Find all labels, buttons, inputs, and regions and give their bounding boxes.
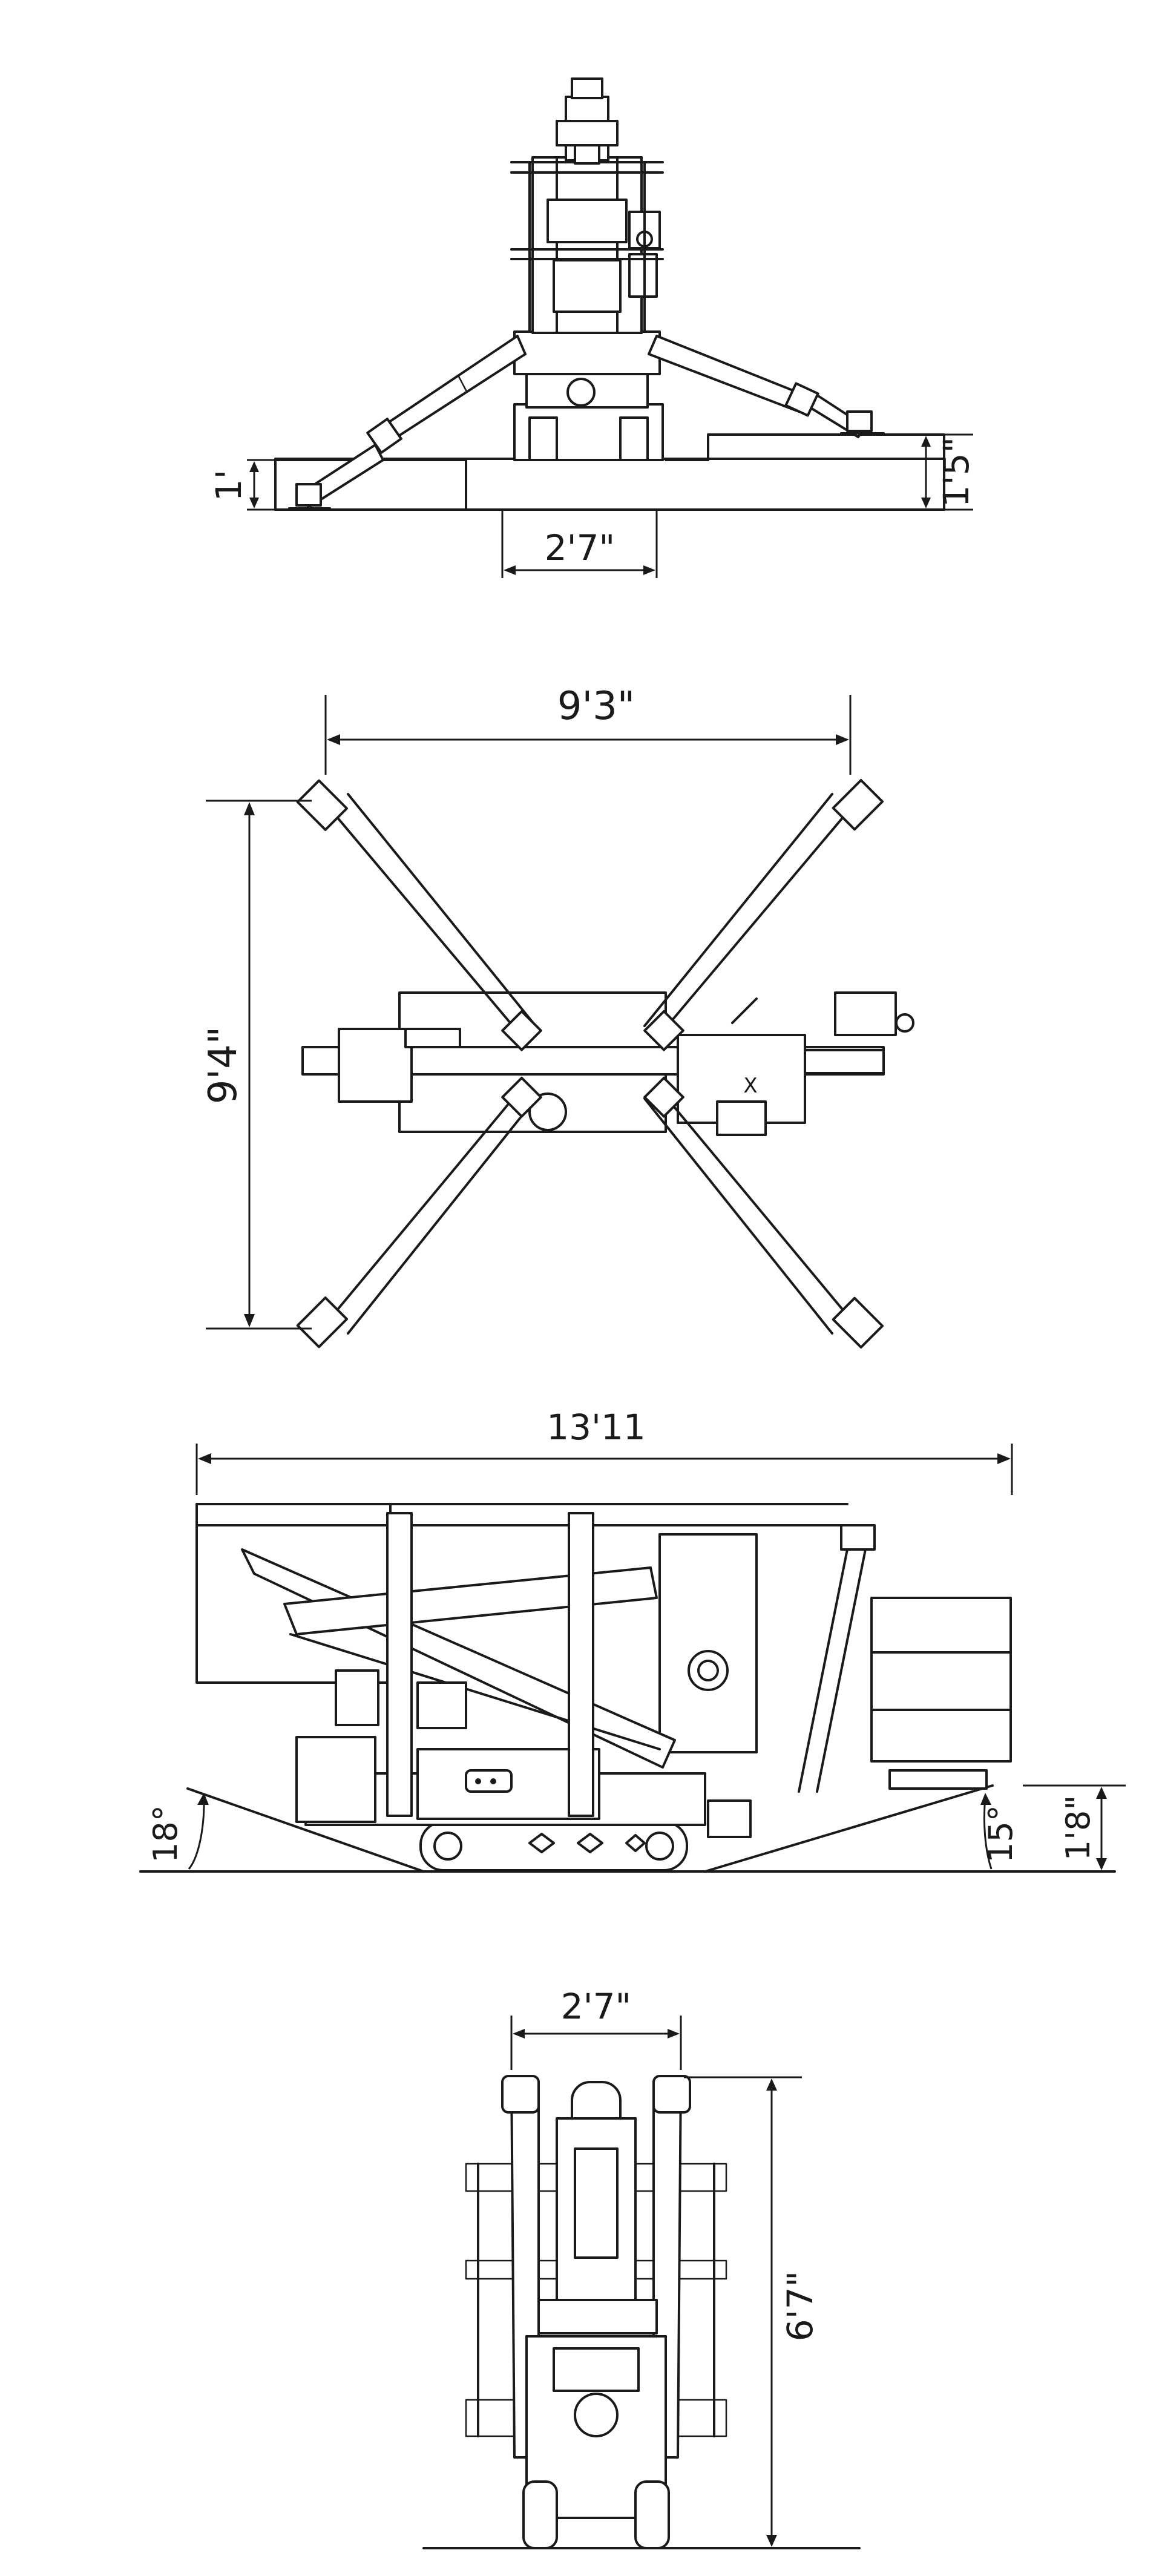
top-plan-view: X 9'3" 9'4" <box>201 684 914 1349</box>
dim-approach-angle-label: 18° <box>146 1805 185 1863</box>
dim-right-height-label: 1'5" <box>936 437 977 507</box>
dim-outrigger-length-label: 9'4" <box>201 1027 246 1104</box>
dim-outrigger-width-label: 9'3" <box>557 684 635 729</box>
front-outrigger-view: 1' 1'5" 2'7" <box>208 77 977 578</box>
dim-left-height-label: 1' <box>208 470 249 502</box>
dim-rear-height-label: 6'7" <box>780 2271 821 2341</box>
side-view: 13'11 18° 15° 1'8" <box>139 1407 1126 1873</box>
dim-clearance-height-label: 1'8" <box>1059 1795 1097 1861</box>
dim-rear-width-label: 2'7" <box>561 1986 631 2027</box>
rear-view: 2'7" 6'7" <box>422 1986 861 2549</box>
dim-departure-angle-label: 15° <box>982 1805 1020 1863</box>
svg-text:X: X <box>743 1074 757 1098</box>
dim-track-width-label: 2'7" <box>545 527 615 568</box>
dim-overall-length-label: 13'11 <box>547 1407 646 1448</box>
